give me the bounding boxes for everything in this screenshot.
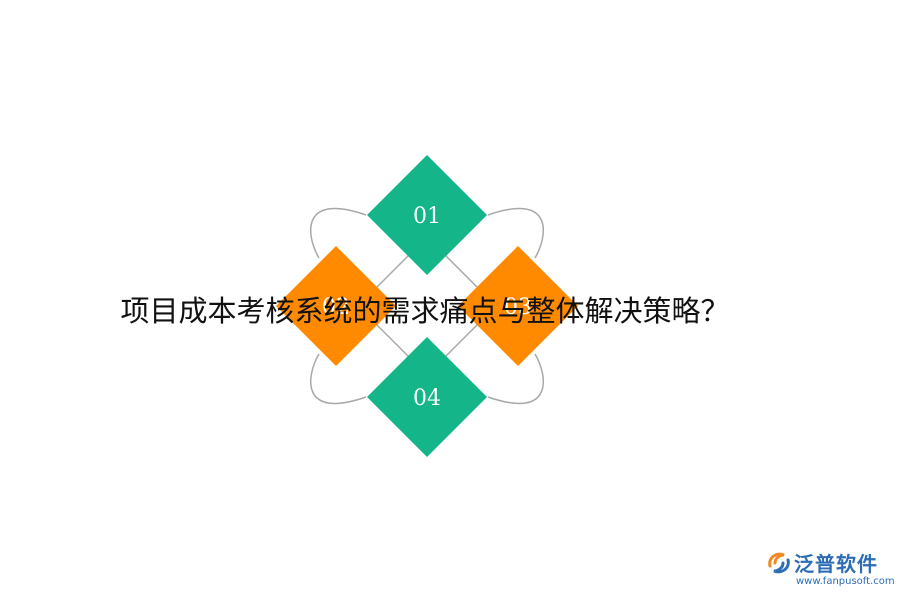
diamond-step-04: 04 [367, 337, 487, 457]
page-title: 项目成本考核系统的需求痛点与整体解决策略？ [120, 294, 730, 328]
outer-connector-curve [309, 353, 367, 405]
logo-name: 泛普软件 [794, 552, 878, 576]
diamond-shape [276, 246, 396, 366]
diamond-number-label: 01 [413, 204, 441, 229]
logo-swirl-icon [768, 552, 790, 574]
diamond-group: 01 02 03 04 [276, 155, 578, 457]
diamond-step-01: 01 [367, 155, 487, 275]
outer-connector-curve [487, 207, 545, 259]
diamond-number-label: 04 [413, 386, 441, 411]
brand-logo[interactable]: 泛普软件 www.fanpusoft.com [766, 548, 895, 588]
diamond-number-label: 03 [504, 295, 532, 320]
outer-connector-curve [487, 353, 545, 405]
diamond-shape [458, 246, 578, 366]
logo-url: www.fanpusoft.com [796, 576, 895, 587]
diamond-number-label: 02 [322, 295, 350, 320]
diamond-step-02: 02 [276, 246, 396, 366]
diamond-shape [367, 337, 487, 457]
diamond-step-03: 03 [458, 246, 578, 366]
diamond-shape [367, 155, 487, 275]
outer-connector-curve [309, 207, 367, 259]
